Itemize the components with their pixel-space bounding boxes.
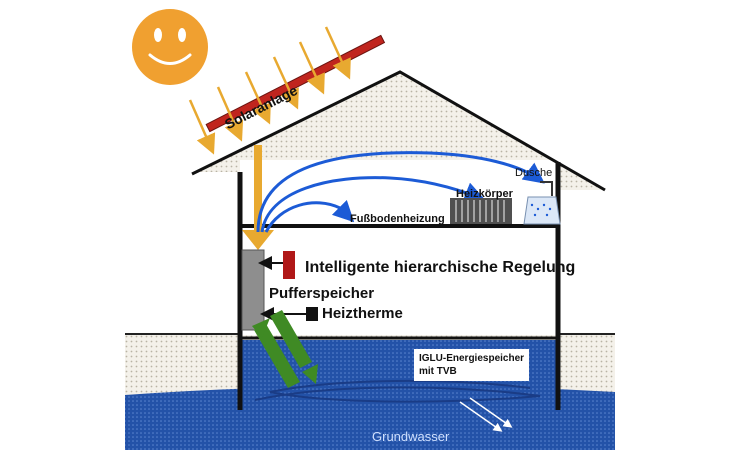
radiator-icon xyxy=(450,198,512,224)
boiler-unit xyxy=(306,307,318,321)
floor-heating-label: Fußbodenheizung xyxy=(350,213,445,225)
storage-label-line1: IGLU-Energiespeicher xyxy=(419,353,525,364)
heating-pipes xyxy=(256,151,545,233)
buffer-tank-label: Pufferspeicher xyxy=(269,285,375,302)
shower-icon xyxy=(523,181,561,225)
control-unit xyxy=(283,251,295,279)
heat-exchange-arrows xyxy=(252,310,318,388)
sunlight-arrows xyxy=(188,26,351,155)
solar-feed-arrow xyxy=(242,145,274,250)
storage-label: IGLU-Energiespeicher mit TVB xyxy=(414,349,530,381)
shower-label: Dusche xyxy=(515,167,553,179)
radiator-label: Heizkörper xyxy=(456,188,513,200)
storage-label-line2: mit TVB xyxy=(419,366,457,377)
sun-icon xyxy=(132,9,208,85)
control-label: Intelligente hierarchische Regelung xyxy=(305,259,576,276)
groundwater-flow-arrows xyxy=(459,397,513,432)
boiler-label: Heiztherme xyxy=(322,305,403,322)
groundwater-label: Grundwasser xyxy=(372,429,450,444)
buffer-tank xyxy=(241,249,265,331)
